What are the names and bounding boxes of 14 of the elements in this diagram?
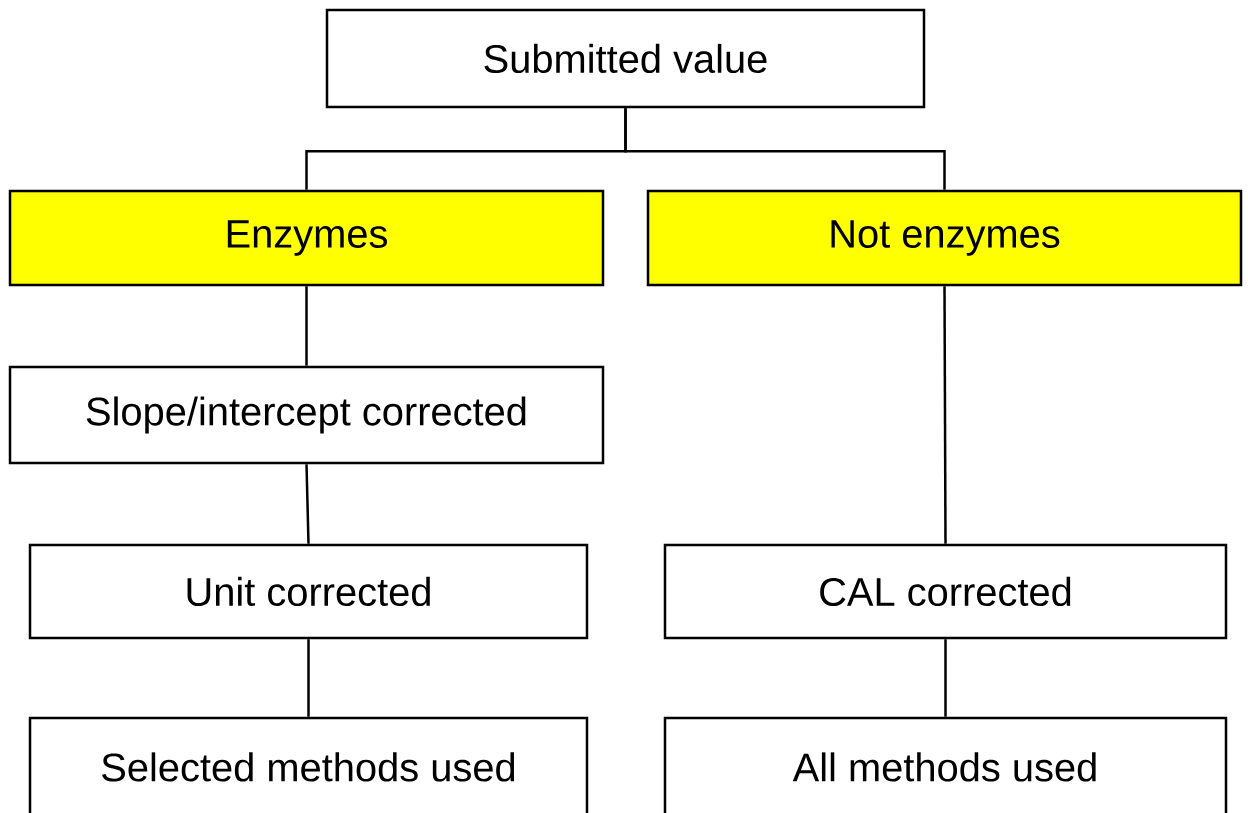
process-box: Selected methods used — [28, 716, 589, 813]
connector-line — [944, 639, 947, 717]
connector-line — [943, 286, 947, 544]
connector-line — [624, 108, 946, 190]
process-box: Unit corrected — [28, 543, 589, 640]
process-box: All methods used — [663, 716, 1228, 813]
process-box: Enzymes — [8, 189, 605, 287]
process-box: CAL corrected — [663, 543, 1228, 640]
connector-line — [305, 464, 310, 544]
process-box: Not enzymes — [646, 189, 1243, 287]
process-box: Submitted value — [325, 8, 926, 109]
connector-line — [305, 286, 308, 366]
process-box: Slope/intercept corrected — [8, 365, 605, 465]
connector-line — [307, 639, 310, 717]
